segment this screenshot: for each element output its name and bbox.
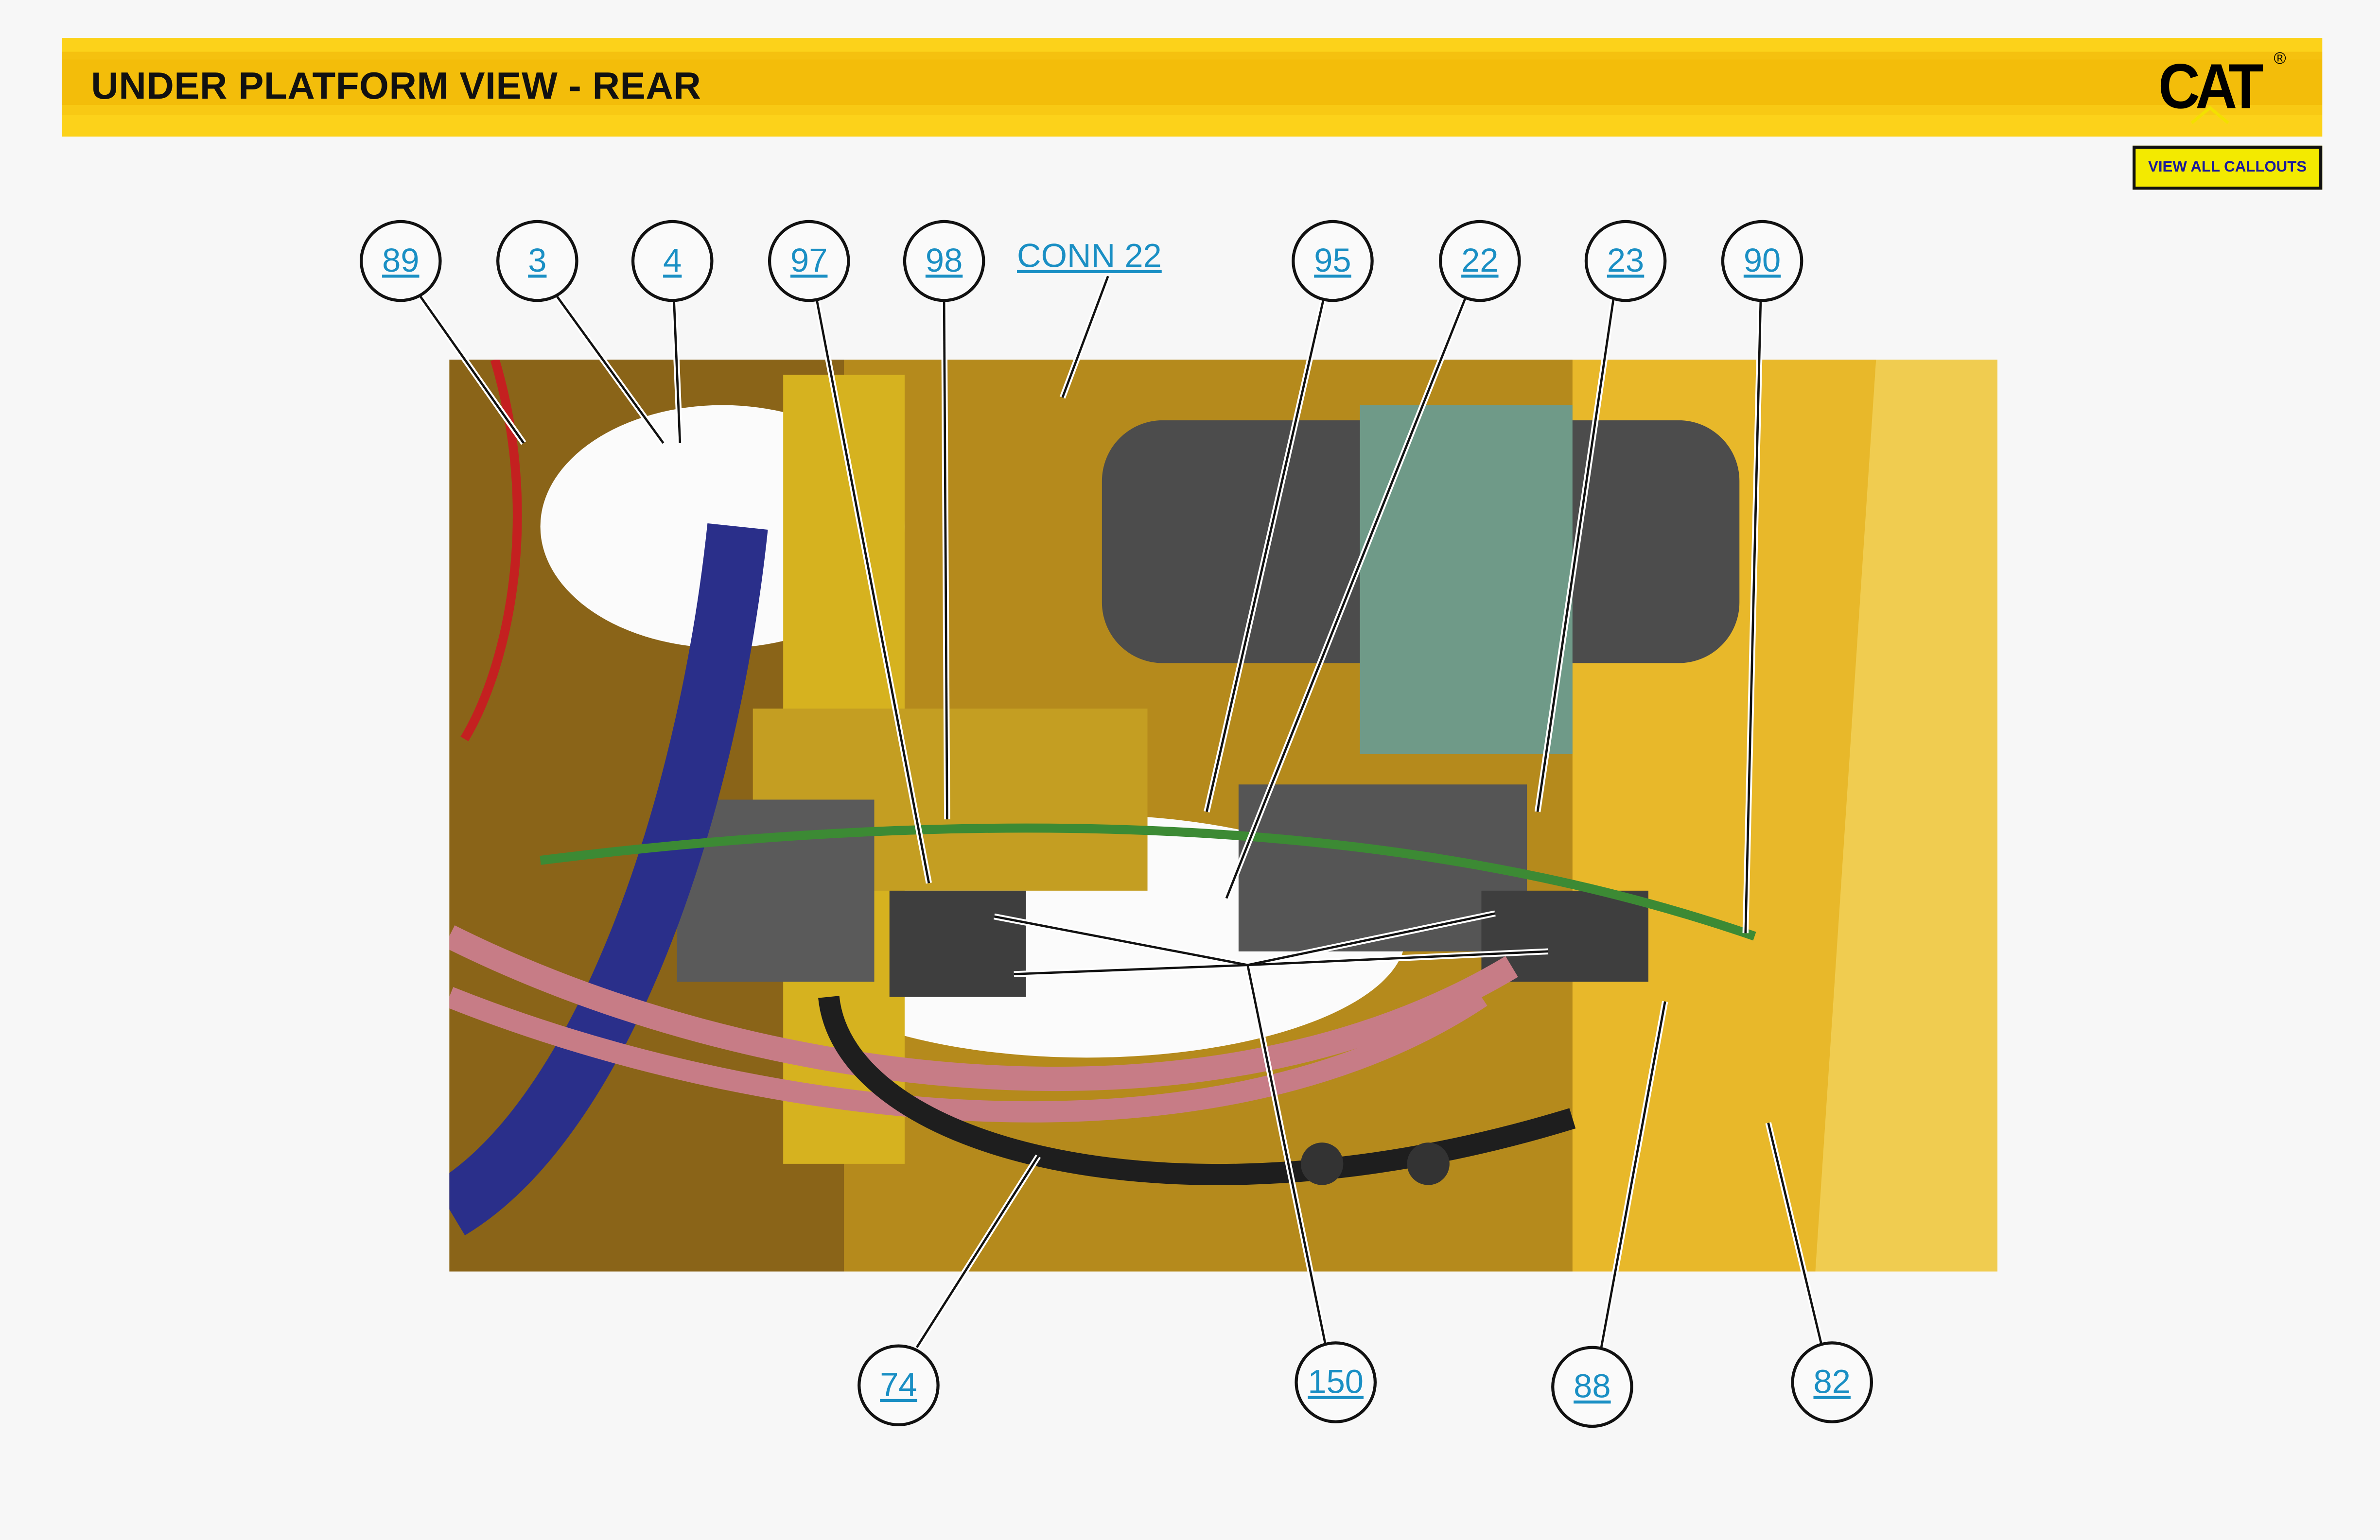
callout-74[interactable]: 74	[858, 1344, 940, 1427]
callout-90[interactable]: 90	[1721, 220, 1803, 302]
page-title: UNDER PLATFORM VIEW - REAR	[91, 65, 701, 108]
view-all-callouts-button[interactable]: VIEW ALL CALLOUTS	[2132, 145, 2323, 190]
callout-conn-22[interactable]: CONN 22	[1017, 237, 1162, 275]
callout-95[interactable]: 95	[1292, 220, 1374, 302]
callout-98[interactable]: 98	[903, 220, 985, 302]
callout-97[interactable]: 97	[768, 220, 850, 302]
callout-22[interactable]: 22	[1439, 220, 1521, 302]
callout-88[interactable]: 88	[1551, 1346, 1633, 1428]
callout-150[interactable]: 150	[1295, 1341, 1377, 1423]
callout-23[interactable]: 23	[1584, 220, 1667, 302]
under-platform-image	[449, 360, 1998, 1272]
callout-3[interactable]: 3	[496, 220, 578, 302]
callout-89[interactable]: 89	[360, 220, 442, 302]
header-bar: UNDER PLATFORM VIEW - REAR CAT ®	[62, 38, 2323, 137]
callout-4[interactable]: 4	[631, 220, 714, 302]
cat-logo: CAT ®	[2158, 50, 2304, 126]
cat-logo-text: CAT	[2158, 52, 2263, 123]
registered-mark: ®	[2274, 50, 2286, 69]
callout-82[interactable]: 82	[1791, 1341, 1873, 1423]
